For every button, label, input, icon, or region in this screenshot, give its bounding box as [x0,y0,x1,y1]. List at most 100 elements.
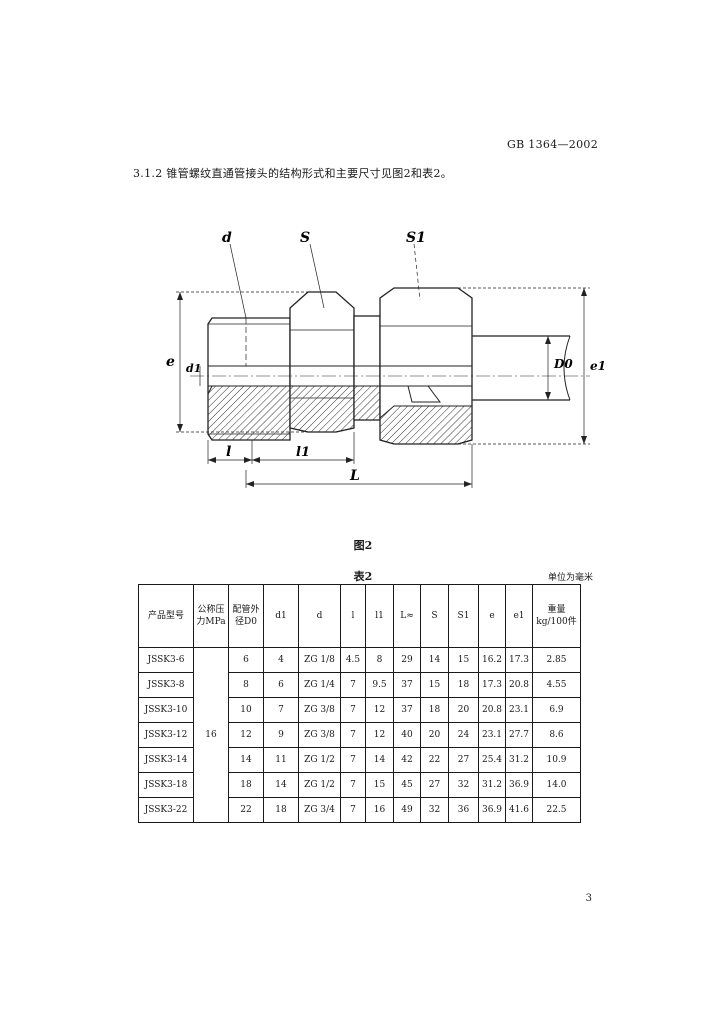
table-cell: JSSK3-14 [138,747,194,773]
header-cell: d1 [263,584,299,648]
label-d1: d1 [186,362,201,375]
header-cell: d [298,584,341,648]
table-row: JSSK3-14 14 11 ZG 1/2 7 14 42 22 27 25.4… [138,747,581,773]
label-L: L [349,468,360,484]
table-cell: 12 [365,722,394,748]
table-cell: 23.1 [478,722,506,748]
table-cell: 20.8 [478,697,506,723]
table-cell: 40 [393,722,421,748]
header-cell: e1 [505,584,533,648]
table-cell: JSSK3-10 [138,697,194,723]
table-row: JSSK3-12 12 9 ZG 3/8 7 12 40 20 24 23.1 … [138,722,581,748]
table-cell: JSSK3-6 [138,647,194,673]
table-cell: 45 [393,772,421,798]
table-cell: 29 [393,647,421,673]
table-cell: 12 [228,722,264,748]
table-cell: 14 [228,747,264,773]
header-cell: 重量kg/100件 [532,584,581,648]
table-cell: 20.8 [505,672,533,698]
table-cell: JSSK3-22 [138,797,194,823]
table-cell: 32 [420,797,449,823]
table-cell: 37 [393,672,421,698]
table-cell: 2.85 [532,647,581,673]
table-cell: 12 [365,697,394,723]
pressure-cell: 16 [193,647,229,823]
table-cell: 7 [340,672,366,698]
table-cell: 24 [448,722,479,748]
table-cell: ZG 1/4 [298,672,341,698]
header-cell: S [420,584,449,648]
table-row: JSSK3-10 10 7 ZG 3/8 7 12 37 18 20 20.8 … [138,697,581,723]
header-cell: 公称压力MPa [193,584,229,648]
figure-caption: 图2 [353,539,373,552]
table-cell: 16.2 [478,647,506,673]
header-cell: L≈ [393,584,421,648]
table-cell: ZG 1/2 [298,747,341,773]
table-cell: JSSK3-8 [138,672,194,698]
label-S: S [300,230,310,246]
table-cell: 15 [420,672,449,698]
table-cell: 18 [448,672,479,698]
label-l1: l1 [296,445,310,460]
table-cell: ZG 3/8 [298,722,341,748]
table-cell: 23.1 [505,697,533,723]
table-cell: 42 [393,747,421,773]
table-cell: 27.7 [505,722,533,748]
table-cell: 25.4 [478,747,506,773]
table-cell: 6 [228,647,264,673]
header-cell: l1 [365,584,394,648]
table-cell: 36.9 [478,797,506,823]
table-cell: 7 [340,797,366,823]
table-cell: 6 [263,672,299,698]
table-cell: 22 [420,747,449,773]
table-cell: 11 [263,747,299,773]
table-cell: 15 [448,647,479,673]
table-cell: 14 [263,772,299,798]
table-cell: 27 [420,772,449,798]
table-cell: 49 [393,797,421,823]
table-cell: 15 [365,772,394,798]
table-cell: 27 [448,747,479,773]
table-cell: 14.0 [532,772,581,798]
table-cell: JSSK3-12 [138,722,194,748]
table-cell: 8.6 [532,722,581,748]
label-S1: S1 [406,230,426,246]
label-d: d [222,230,232,246]
table-cell: 7 [340,697,366,723]
table-cell: JSSK3-18 [138,772,194,798]
table-row: JSSK3-6 16 6 4 ZG 1/8 4.5 8 29 14 15 16.… [138,647,581,823]
table-cell: 9 [263,722,299,748]
header-cell: S1 [448,584,479,648]
table-cell: 8 [365,647,394,673]
table-cell: 37 [393,697,421,723]
table-units: 单位为毫米 [547,573,593,583]
table-cell: 7 [340,747,366,773]
table-cell: 22.5 [532,797,581,823]
table-cell: 4.55 [532,672,581,698]
table-cell: 7 [340,772,366,798]
clause-text: 3.1.2 锥管螺纹直通管接头的结构形式和主要尺寸见图2和表2。 [133,167,453,180]
header-cell: 配管外径D0 [228,584,264,648]
table-cell: 6.9 [532,697,581,723]
table-cell: ZG 1/8 [298,647,341,673]
table-cell: 31.2 [478,772,506,798]
table-cell: 18 [420,697,449,723]
table-cell: 17.3 [478,672,506,698]
label-l: l [226,444,231,460]
table-cell: 36.9 [505,772,533,798]
label-e1: e1 [590,359,606,373]
table-cell: 32 [448,772,479,798]
standard-number: GB 1364—2002 [507,138,598,151]
table-cell: 36 [448,797,479,823]
table-cell: ZG 1/2 [298,772,341,798]
table-cell: 22 [228,797,264,823]
header-cell: 产品型号 [138,584,194,648]
table-cell: 10 [228,697,264,723]
table-cell: 41.6 [505,797,533,823]
dimensions-table: 产品型号 公称压力MPa 配管外径D0 d1 d l l1 L≈ S S1 e … [138,584,581,823]
table-cell: 20 [420,722,449,748]
header-cell: e [478,584,506,648]
table-cell: 8 [228,672,264,698]
table-cell: 7 [340,722,366,748]
table-row: JSSK3-22 22 18 ZG 3/4 7 16 49 32 36 36.9… [138,797,581,823]
